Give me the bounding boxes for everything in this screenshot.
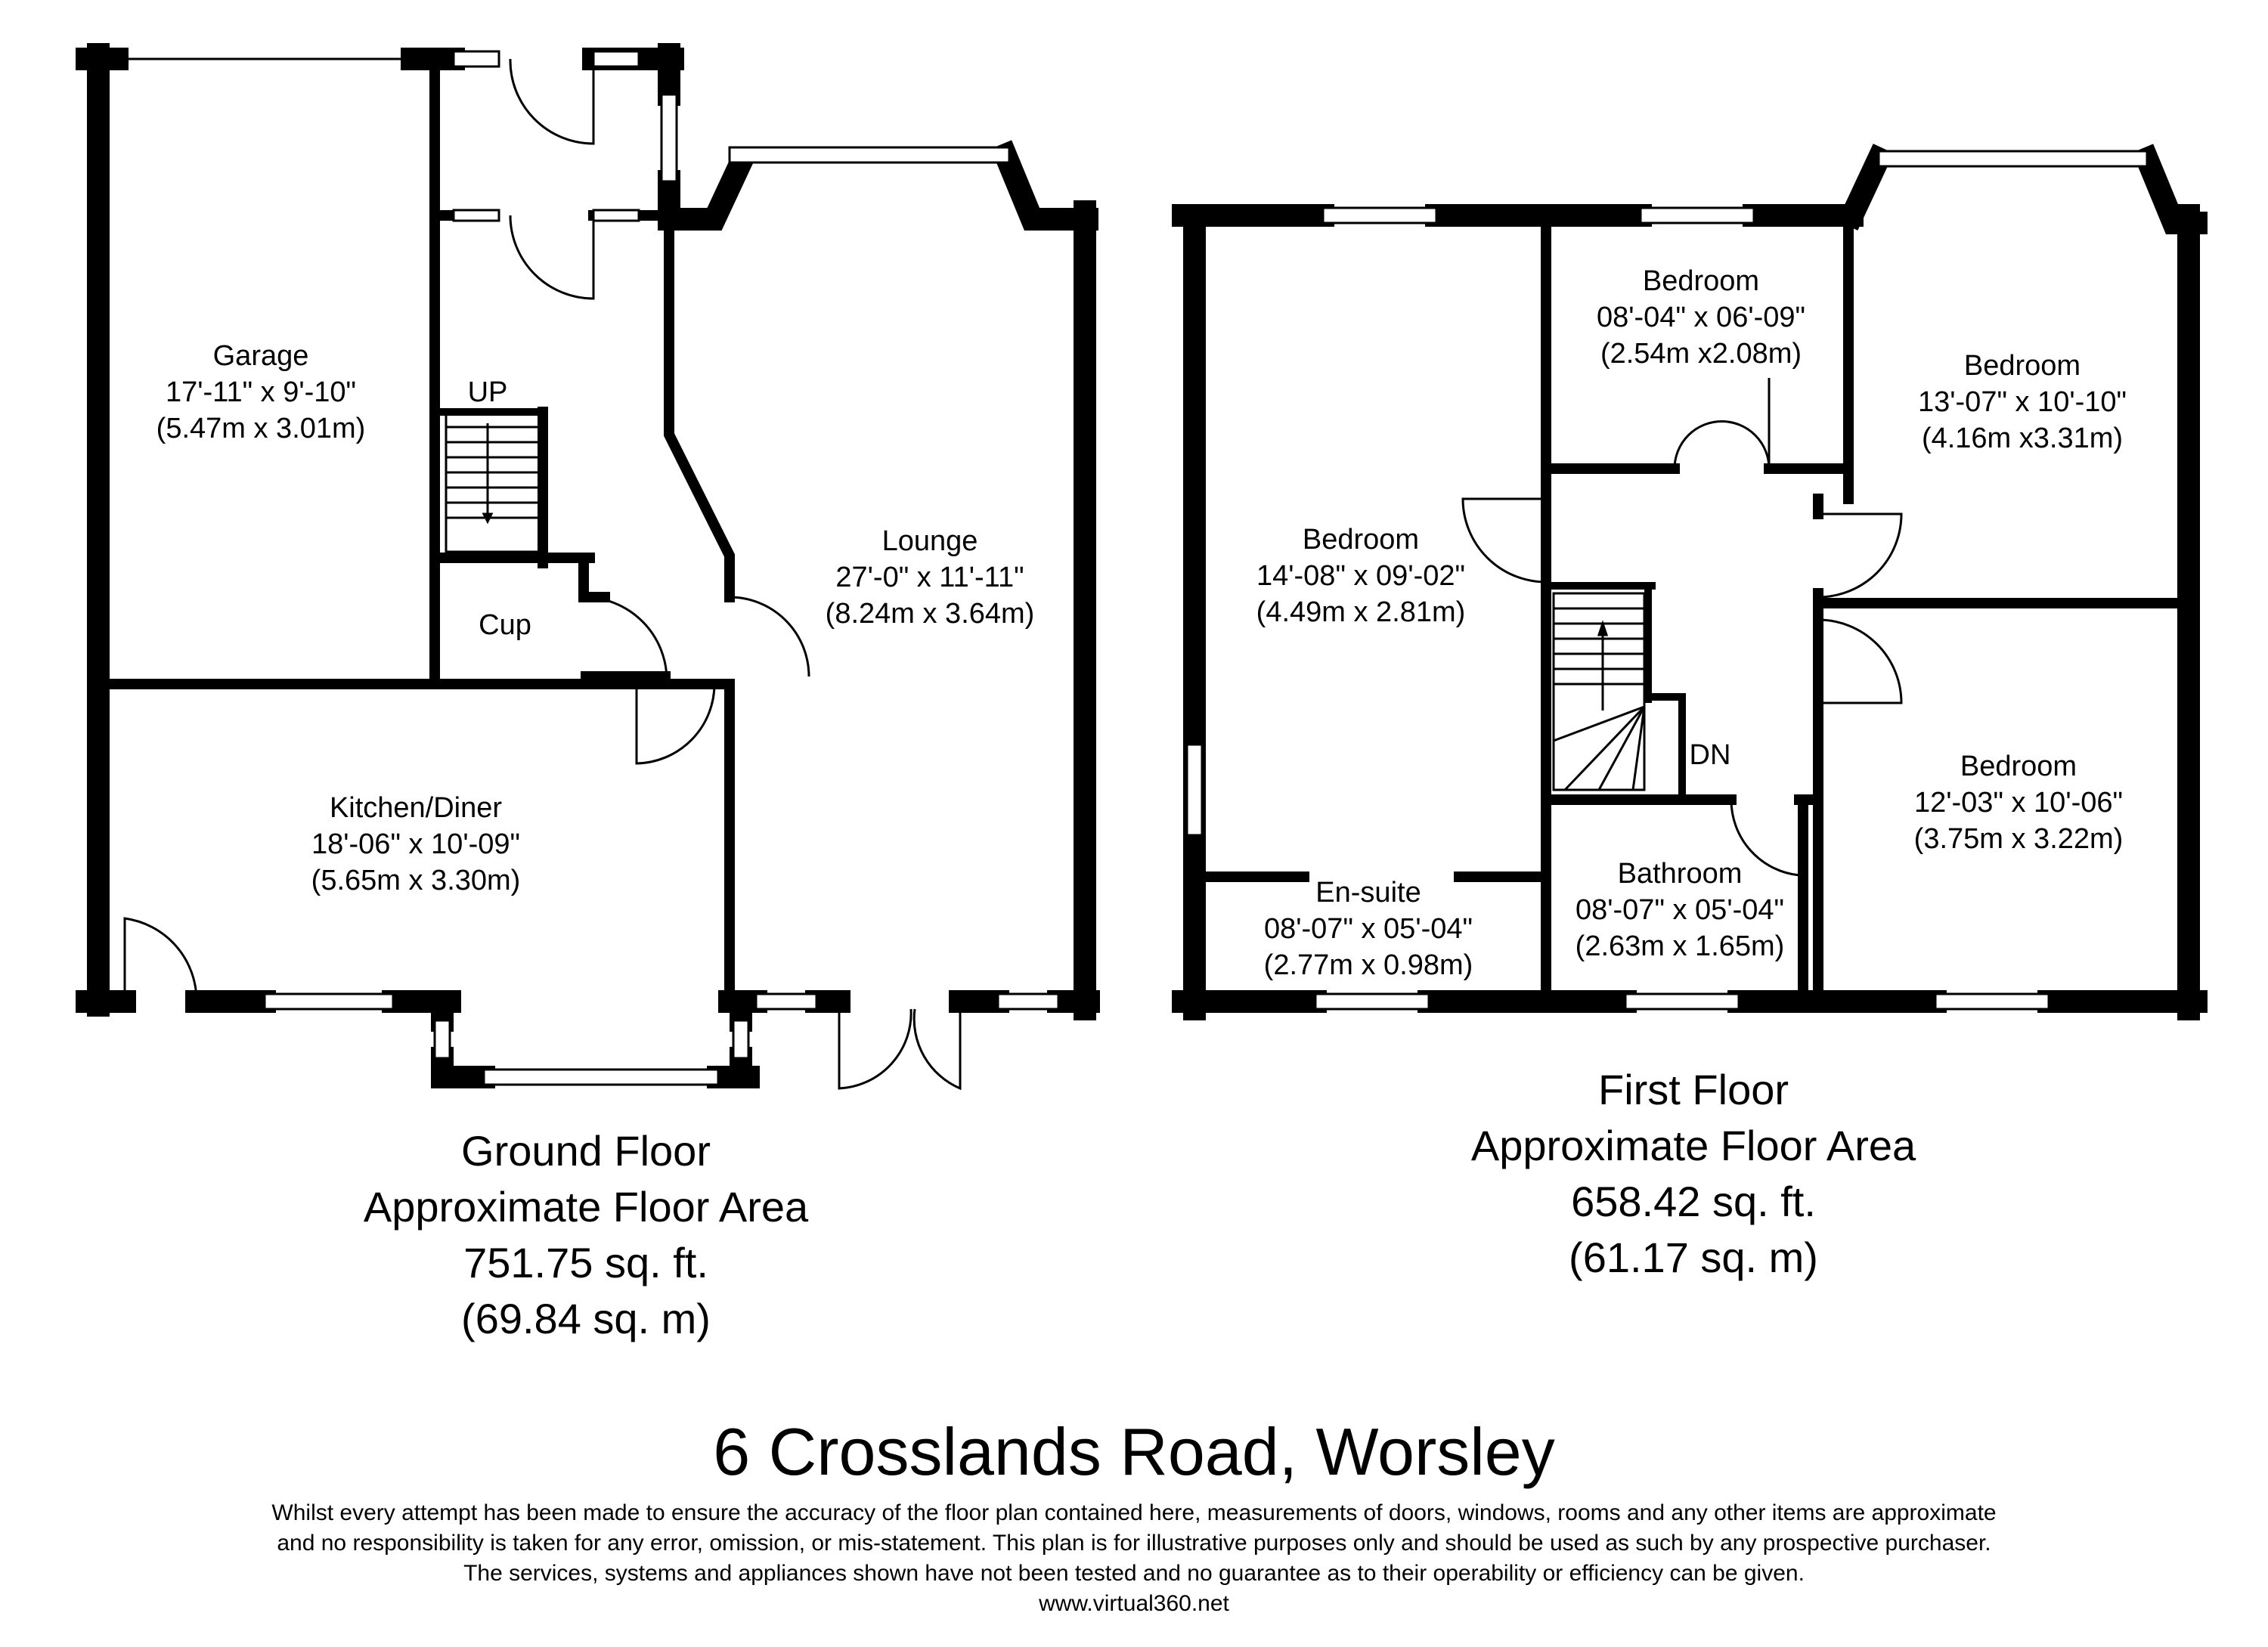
bedroom-small-label: Bedroom 08'-04" x 06'-09" (2.54m x2.08m) <box>1597 263 1805 372</box>
floor-area-sqm: (61.17 sq. m) <box>1569 1234 1818 1281</box>
property-address: 6 Crosslands Road, Worsley <box>713 1414 1555 1489</box>
room-dimensions-imperial: 08'-07" x 05'-04" <box>1264 913 1473 945</box>
room-dimensions-imperial: 08'-04" x 06'-09" <box>1597 302 1805 333</box>
room-dimensions-metric: (2.77m x 0.98m) <box>1263 949 1473 981</box>
first-floor-summary: First Floor Approximate Floor Area 658.4… <box>1471 1062 1916 1286</box>
floor-area-sqm: (69.84 sq. m) <box>461 1295 711 1342</box>
room-name: Garage <box>212 340 309 372</box>
room-dimensions-imperial: 17'-11" x 9'-10" <box>165 376 357 408</box>
floor-area-label: Approximate Floor Area <box>1470 1122 1916 1169</box>
first-floor-staircase <box>1552 592 1646 791</box>
room-name: Bathroom <box>1617 858 1743 890</box>
floor-area-sqft: 658.42 sq. ft. <box>1571 1178 1816 1225</box>
floor-area-label: Approximate Floor Area <box>363 1183 809 1231</box>
room-dimensions-metric: (4.16m x3.31m) <box>1921 423 2124 454</box>
room-dimensions-imperial: 14'-08" x 09'-02" <box>1256 560 1465 592</box>
room-name: Lounge <box>881 525 978 557</box>
first-floor-doors <box>1461 378 1903 877</box>
stairs-down-label: DN <box>1689 739 1731 771</box>
disclaimer-line-3: The services, systems and appliances sho… <box>463 1561 1805 1586</box>
ensuite-label: En-suite 08'-07" x 05'-04" (2.77m x 0.98… <box>1264 875 1473 983</box>
website-link[interactable]: www.virtual360.net <box>1039 1591 1229 1616</box>
room-dimensions-imperial: 08'-07" x 05'-04" <box>1576 894 1784 926</box>
room-dimensions-metric: (2.54m x2.08m) <box>1600 338 1802 370</box>
first-floor-windows <box>1185 150 2149 1011</box>
disclaimer-line-1: Whilst every attempt has been made to en… <box>271 1500 1997 1525</box>
disclaimer: Whilst every attempt has been made to en… <box>0 1498 2268 1619</box>
floor-title: First Floor <box>1598 1066 1789 1113</box>
room-dimensions-metric: (2.63m x 1.65m) <box>1575 930 1785 962</box>
room-name: Bedroom <box>1302 524 1420 556</box>
cupboard-label: Cup <box>479 609 531 641</box>
room-name: Bedroom <box>1642 265 1760 297</box>
room-dimensions-metric: (8.24m x 3.64m) <box>825 598 1035 630</box>
floor-title: Ground Floor <box>461 1127 711 1175</box>
room-dimensions-imperial: 18'-06" x 10'-09" <box>311 828 520 860</box>
room-dimensions-metric: (5.65m x 3.30m) <box>311 865 521 896</box>
room-name: Bedroom <box>1963 350 2081 382</box>
room-name: Bedroom <box>1960 751 2077 782</box>
garage-label: Garage 17'-11" x 9'-10" (5.47m x 3.01m) <box>156 338 366 447</box>
kitchen-diner-label: Kitchen/Diner 18'-06" x 10'-09" (5.65m x… <box>311 790 521 899</box>
stairs-up-label: UP <box>467 376 508 408</box>
room-dimensions-imperial: 12'-03" x 10'-06" <box>1914 787 2123 819</box>
ground-floor-doors <box>123 58 962 1091</box>
ground-floor-staircase <box>445 410 544 553</box>
bathroom-label: Bathroom 08'-07" x 05'-04" (2.63m x 1.65… <box>1576 856 1785 964</box>
room-name: Kitchen/Diner <box>329 792 503 824</box>
bedroom-front-right-label: Bedroom 13'-07" x 10'-10" (4.16m x3.31m) <box>1918 348 2127 457</box>
room-dimensions-imperial: 27'-0" x 11'-11" <box>835 562 1024 593</box>
first-floor-walls <box>1172 144 2208 1020</box>
ground-floor-summary: Ground Floor Approximate Floor Area 751.… <box>364 1123 808 1347</box>
room-dimensions-imperial: 13'-07" x 10'-10" <box>1918 386 2127 418</box>
room-dimensions-metric: (4.49m x 2.81m) <box>1256 596 1466 628</box>
room-name: En-suite <box>1315 877 1421 909</box>
room-dimensions-metric: (5.47m x 3.01m) <box>156 413 366 444</box>
ground-floor-windows <box>263 50 1060 1086</box>
floor-area-sqft: 751.75 sq. ft. <box>463 1239 708 1286</box>
room-dimensions-metric: (3.75m x 3.22m) <box>1913 823 2124 855</box>
disclaimer-line-2: and no responsibility is taken for any e… <box>277 1531 1991 1556</box>
lounge-label: Lounge 27'-0" x 11'-11" (8.24m x 3.64m) <box>826 523 1035 632</box>
bedroom-rear-right-label: Bedroom 12'-03" x 10'-06" (3.75m x 3.22m… <box>1914 748 2124 857</box>
bedroom-left-label: Bedroom 14'-08" x 09'-02" (4.49m x 2.81m… <box>1256 522 1466 630</box>
